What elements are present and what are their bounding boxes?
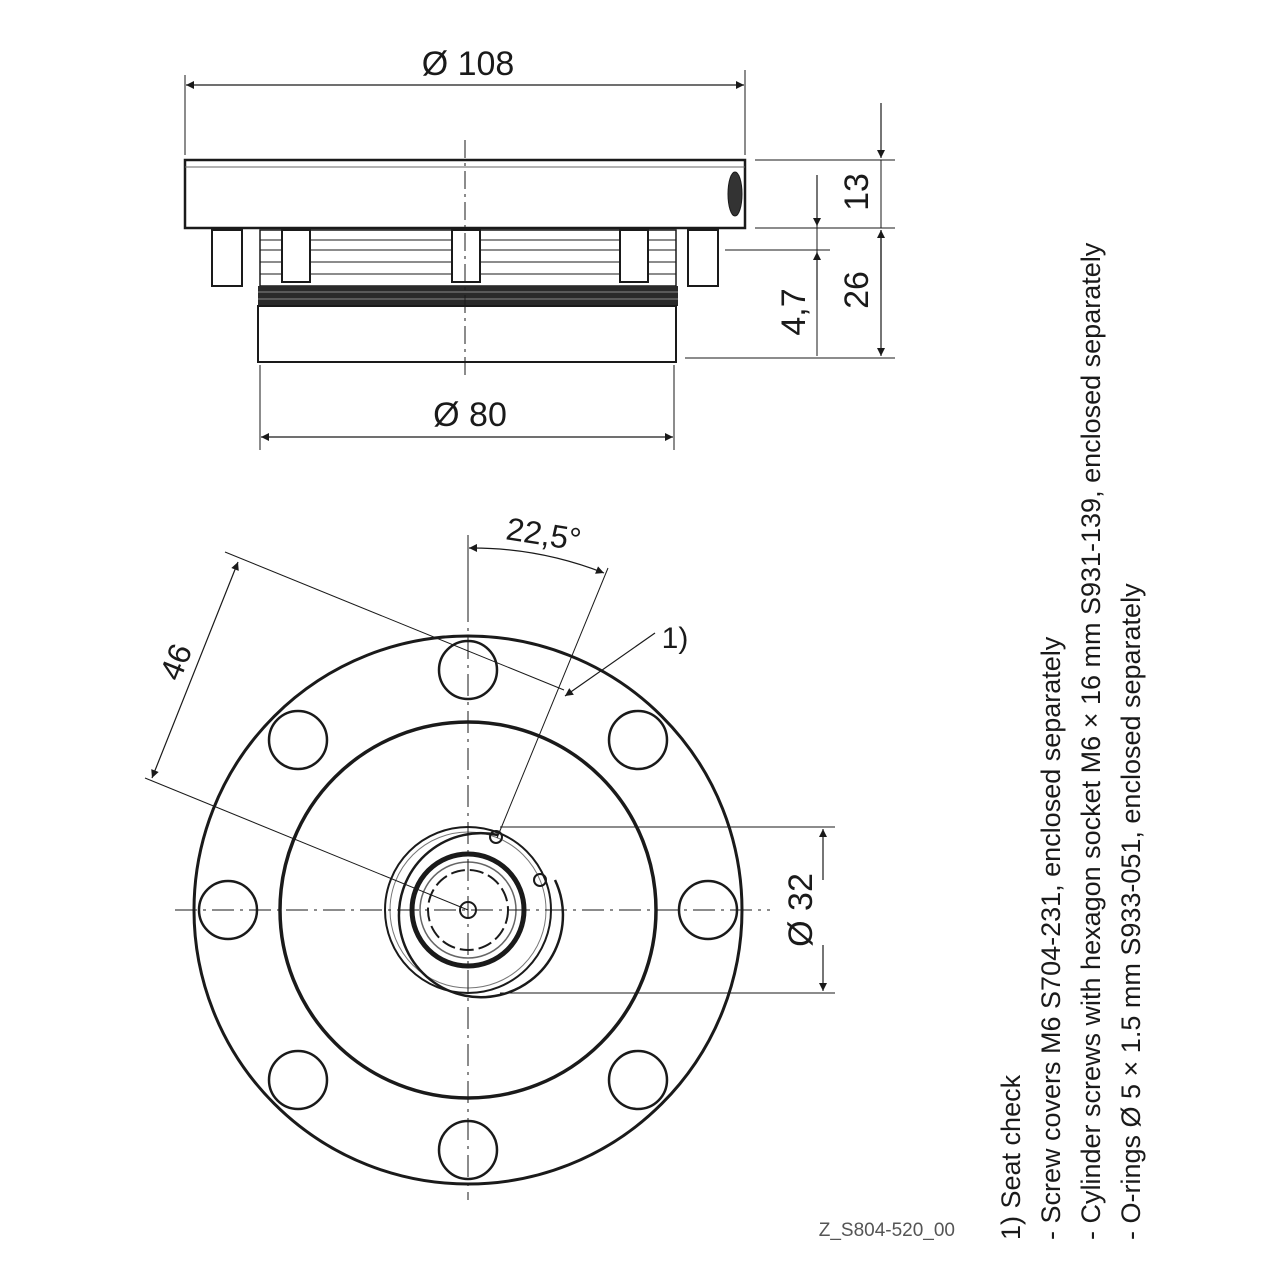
note-o-rings: - O-rings Ø 5 × 1.5 mm S933-051, enclose…	[1116, 583, 1146, 1240]
hub-body	[397, 831, 565, 999]
bolt-hole-bottom-left	[267, 1049, 329, 1111]
side-view	[183, 70, 895, 450]
dim-pin-height: 4,7	[775, 288, 813, 335]
dim-center-diameter: Ø 32	[782, 873, 820, 947]
notes-block: 1) Seat check - Screw covers M6 S704-231…	[996, 242, 1146, 1240]
bolt-hole-bottom-right	[607, 1049, 669, 1111]
dim-plate-height: 13	[838, 173, 876, 211]
dim-total-height: 26	[838, 271, 876, 309]
aux-port	[533, 873, 547, 887]
callout-label: 1)	[662, 622, 689, 655]
dim-outer-diameter: Ø 108	[422, 45, 515, 83]
dim-inner-diameter: Ø 80	[433, 396, 507, 434]
note-seat-check: 1) Seat check	[996, 1074, 1026, 1240]
inner-pin-1	[281, 229, 311, 283]
top-view	[144, 535, 835, 1200]
inner-pin-3	[619, 229, 649, 283]
bolt-hole-top-left	[267, 709, 329, 771]
side-pin-left	[211, 229, 243, 287]
seat-check-port	[489, 830, 503, 844]
seal-band	[258, 286, 678, 306]
drawing-code: Z_S804-520_00	[819, 1220, 955, 1241]
inner-pin-2	[451, 229, 481, 283]
note-screw-covers: - Screw covers M6 S704-231, enclosed sep…	[1036, 636, 1066, 1240]
side-pin-right	[687, 229, 719, 287]
note-cylinder-screws: - Cylinder screws with hexagon socket M6…	[1076, 242, 1106, 1240]
bolt-hole-top-right	[607, 709, 669, 771]
side-hole	[727, 171, 743, 217]
cylinder-body	[257, 305, 677, 363]
